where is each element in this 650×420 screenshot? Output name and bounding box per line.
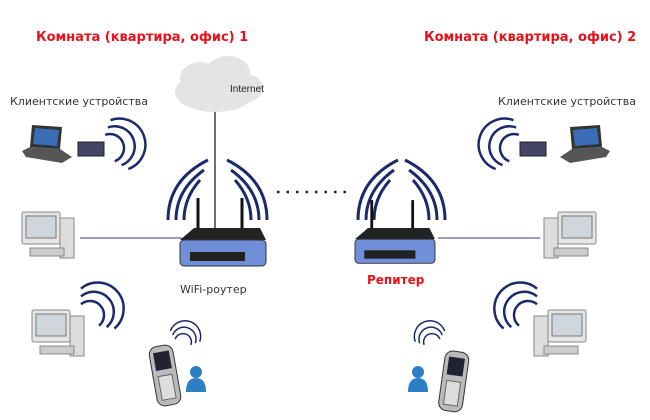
laptop-icon bbox=[560, 125, 610, 163]
router-label: WiFi-роутер bbox=[180, 283, 247, 296]
laptop-icon bbox=[22, 125, 72, 163]
wifi-card-icon bbox=[77, 141, 105, 157]
user-icon bbox=[408, 366, 428, 392]
router-waves-icon bbox=[166, 158, 269, 222]
desktop-pc-icon bbox=[21, 211, 75, 259]
phone-icon bbox=[147, 343, 183, 408]
room-1-title: Комната (квартира, офис) 1 bbox=[36, 30, 249, 45]
phone-icon bbox=[437, 349, 471, 414]
phone-waves-icon bbox=[409, 315, 448, 349]
repeater-label: Репитер bbox=[367, 273, 425, 287]
room-2-title: Комната (квартира, офис) 2 bbox=[424, 30, 637, 45]
user-icon bbox=[186, 366, 206, 392]
desktop-pc-icon bbox=[543, 211, 597, 259]
internet-cloud-icon bbox=[175, 56, 263, 112]
wifi-card-icon bbox=[519, 141, 547, 157]
desktop-pc-wireless-icon bbox=[31, 309, 85, 357]
desktop-pc-wireless-icon bbox=[533, 309, 587, 357]
laptop-waves-icon bbox=[470, 110, 525, 174]
clients-label-left: Клиентские устройства bbox=[10, 95, 148, 108]
internet-label: Internet bbox=[230, 84, 264, 95]
phone-waves-icon bbox=[167, 315, 206, 349]
clients-label-right: Клиентские устройства bbox=[498, 95, 636, 108]
laptop-waves-icon bbox=[99, 110, 154, 174]
wifi-router-icon bbox=[178, 196, 268, 268]
